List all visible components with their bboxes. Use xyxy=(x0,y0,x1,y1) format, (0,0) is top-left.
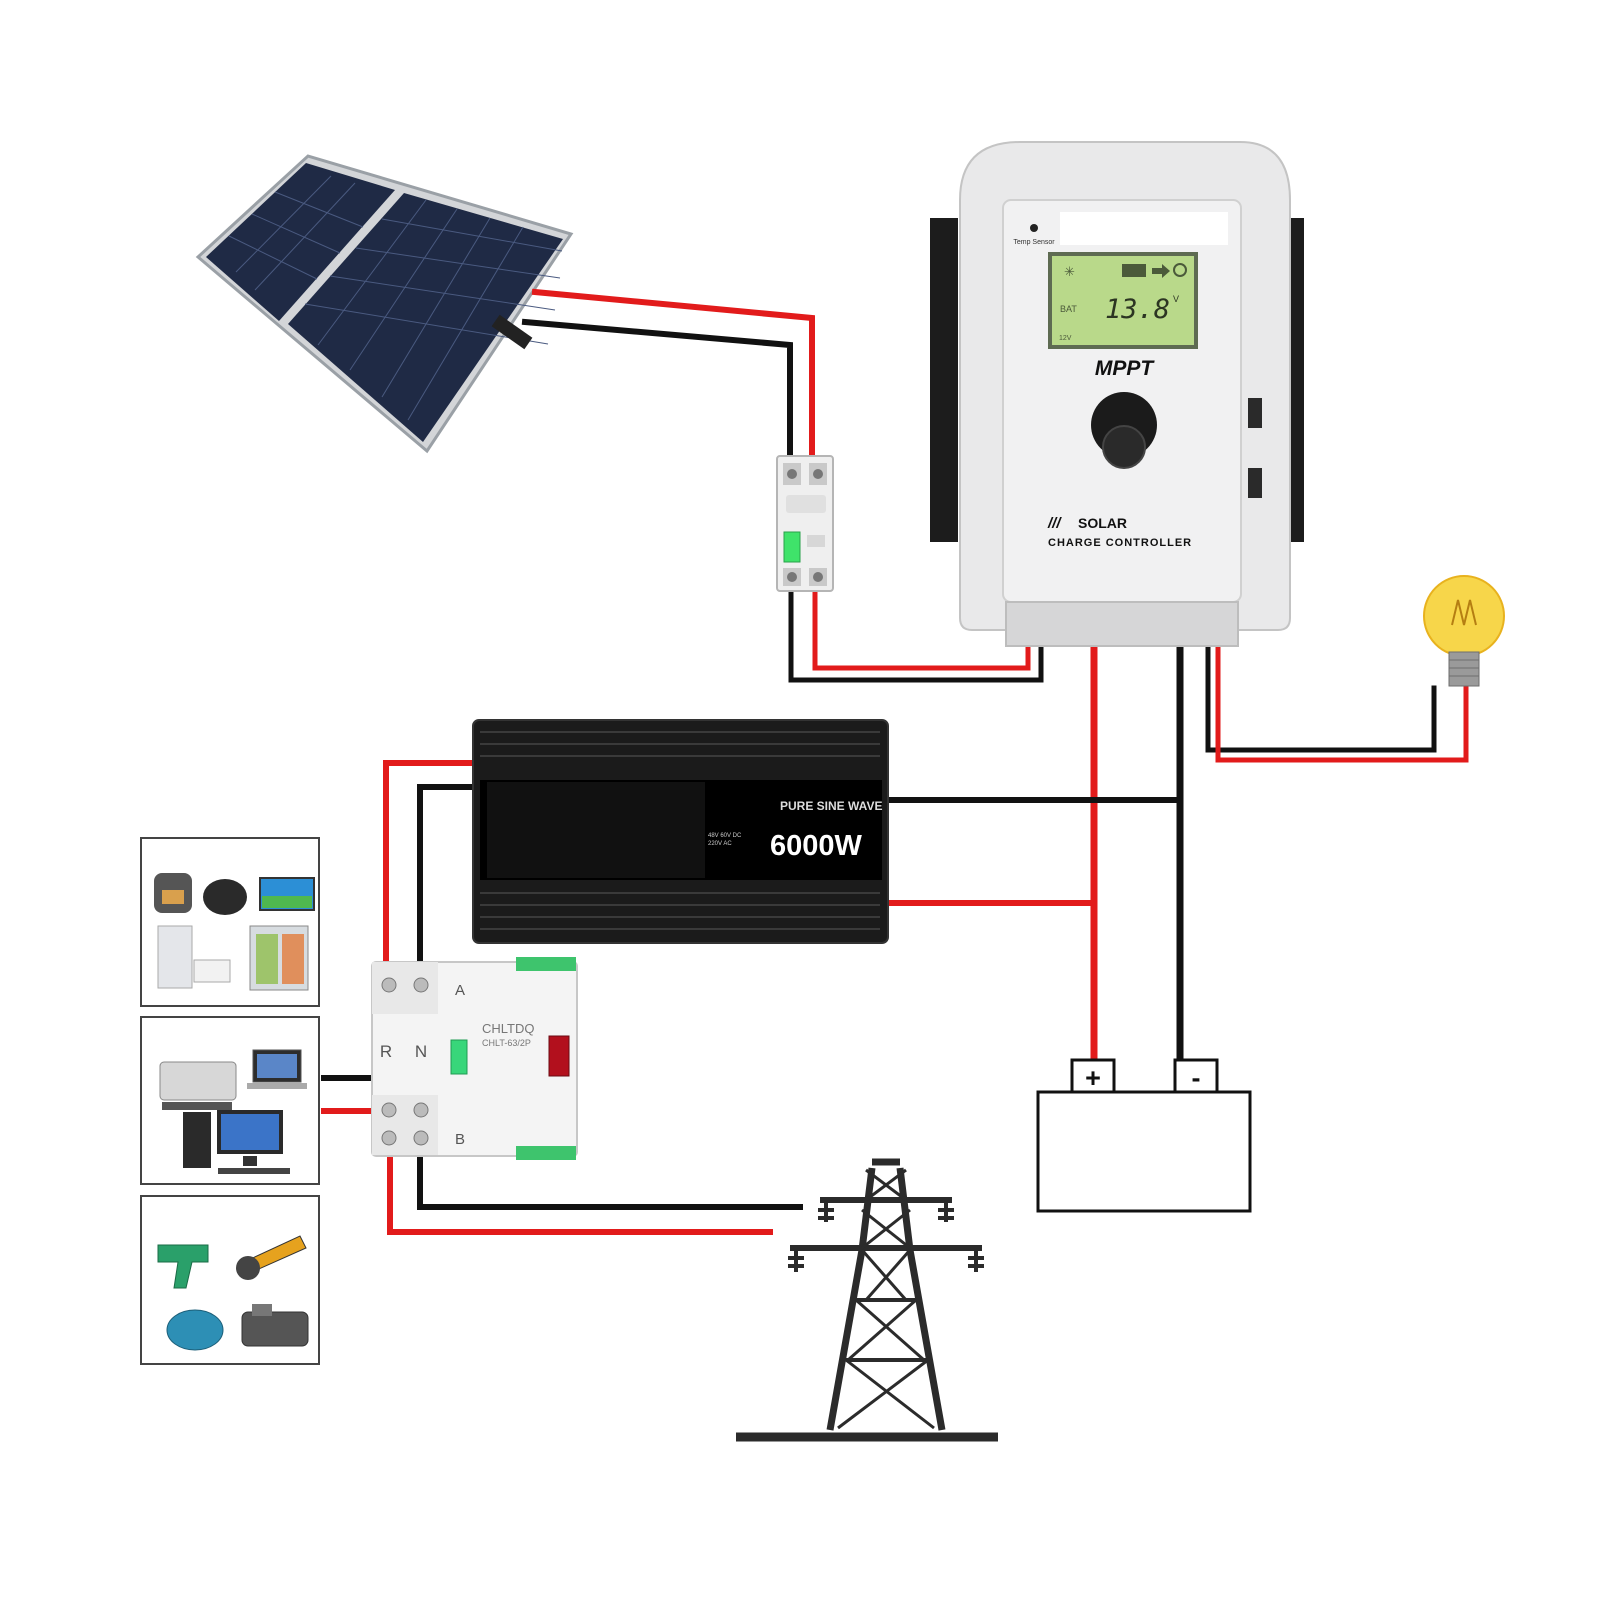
sun-icon: ✳ xyxy=(1064,264,1075,279)
temp-sensor-port xyxy=(1030,224,1038,232)
lcd-voltage-readout: 13.8 xyxy=(1105,294,1170,325)
controller-button[interactable] xyxy=(1102,425,1146,469)
inverter-ac-live-wire xyxy=(383,760,476,981)
pure-sine-wave-inverter: PURE SINE WAVE 48V 60V DC 220V AC 6000W xyxy=(472,719,889,944)
lcd-icons: ✳ xyxy=(1064,263,1187,279)
mppt-charge-controller: Temp Sensor ✳ BAT 13.8 V 12V MPPT /// SO… xyxy=(930,141,1304,647)
air-conditioner-icon xyxy=(193,959,231,983)
refrigerator-icon xyxy=(157,925,193,989)
usb-port-2 xyxy=(1248,468,1262,498)
battery-negative-symbol: - xyxy=(1192,1063,1201,1093)
pylon-insulators xyxy=(788,1200,984,1272)
inverter-logo-area xyxy=(487,782,705,878)
brand-line2: CHARGE CONTROLLER xyxy=(1048,537,1192,549)
switch-brand: CHLTDQ xyxy=(482,1021,534,1036)
temp-sensor-label: Temp Sensor xyxy=(1013,239,1055,246)
switch-green-connector-top xyxy=(516,957,576,971)
bulb-base xyxy=(1448,651,1480,687)
switch-label-r: R xyxy=(380,1042,392,1061)
breaker-to-controller-negative-wire xyxy=(788,589,1044,683)
brand-line1: SOLAR xyxy=(1078,515,1127,531)
appliance-panel-office xyxy=(140,1016,320,1185)
bulb-glass xyxy=(1423,575,1505,657)
battery-body xyxy=(1036,1090,1252,1213)
breaker-lever[interactable] xyxy=(783,531,801,563)
switch-green-connector-bottom xyxy=(516,1146,576,1160)
load-positive-wire xyxy=(1215,645,1469,763)
arrow-right-icon xyxy=(1152,264,1170,278)
battery-positive-terminal xyxy=(1070,1058,1116,1094)
panel-negative-wire xyxy=(521,318,793,458)
panel-positive-wire xyxy=(531,288,815,458)
electric-motor-icon xyxy=(166,1309,224,1351)
automatic-transfer-switch: R N A B CHLTDQ CHLT-63/2P xyxy=(371,957,578,1160)
controller-top-label-plate xyxy=(1060,212,1228,245)
grid-neutral-wire xyxy=(417,1147,803,1210)
lcd-bottom-label: 12V xyxy=(1059,335,1072,342)
switch-label-b: B xyxy=(455,1131,465,1148)
inverter-power-label: 6000W xyxy=(770,830,863,862)
bulb-icon xyxy=(1173,263,1187,277)
brand-slash-logo: /// xyxy=(1047,515,1062,532)
appliance-panel-tools xyxy=(140,1195,320,1365)
lcd-bat-label: BAT xyxy=(1060,304,1077,314)
dc-circuit-breaker xyxy=(776,455,834,592)
power-drill-icon xyxy=(157,1244,209,1289)
light-bulb xyxy=(1423,575,1505,687)
switch-green-handle[interactable] xyxy=(450,1039,468,1075)
solar-junction-box xyxy=(491,314,533,350)
switch-terminal-block-bottom xyxy=(372,1095,438,1155)
appliance-panel-home xyxy=(140,837,320,1007)
inverter-fins xyxy=(480,731,880,930)
wiring xyxy=(321,288,1469,1235)
switch-model: CHLT-63/2P xyxy=(482,1038,531,1048)
battery-negative-terminal xyxy=(1173,1058,1219,1094)
switch-label-n: N xyxy=(415,1042,427,1061)
switch-label-a: A xyxy=(455,982,465,999)
bulb-filament xyxy=(1451,599,1477,626)
switch-terminal-block-top xyxy=(372,962,438,1014)
battery-positive-symbol: + xyxy=(1085,1063,1101,1093)
air-compressor-icon xyxy=(241,1311,309,1347)
breaker-to-controller-positive-wire xyxy=(812,589,1031,671)
load-negative-wire xyxy=(1205,645,1437,753)
desktop-tower-icon xyxy=(183,1112,211,1168)
rice-cooker-icon xyxy=(203,879,247,915)
inverter-spec-line1: 48V 60V DC xyxy=(708,833,742,839)
solar-panel-group xyxy=(195,154,574,454)
inverter-spec-line2: 220V AC xyxy=(708,841,732,847)
usb-port-1 xyxy=(1248,398,1262,428)
fax-machine-icon xyxy=(159,1061,237,1101)
battery-icon xyxy=(1122,264,1146,277)
inverter-ac-neutral-wire xyxy=(417,784,476,981)
controller-mount-left xyxy=(930,218,958,542)
controller-terminal-cover xyxy=(1005,601,1239,647)
inverter-wave-label: PURE SINE WAVE xyxy=(780,799,882,813)
mppt-label: MPPT xyxy=(1095,357,1156,380)
power-grid-pylon xyxy=(736,1158,998,1442)
battery: + - xyxy=(1036,1058,1252,1213)
solar-panel-cell-grid xyxy=(228,175,563,421)
solar-panel-right xyxy=(288,193,563,442)
lcd-voltage-unit: V xyxy=(1173,294,1179,304)
grid-live-wire xyxy=(387,1147,773,1235)
switch-red-indicator xyxy=(548,1035,570,1077)
